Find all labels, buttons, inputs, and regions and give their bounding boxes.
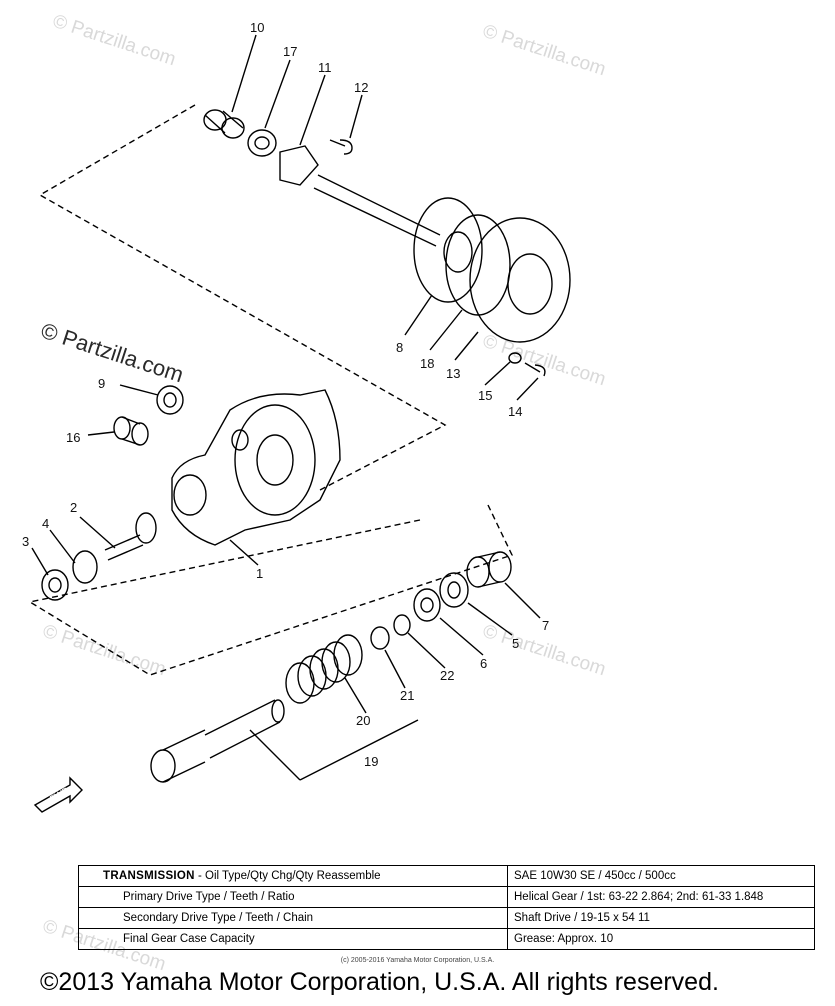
table-row: Final Gear Case Capacity Grease: Approx.…	[78, 928, 815, 950]
fwd-arrow-icon	[33, 776, 83, 813]
part-7-bushing	[466, 551, 512, 588]
part-10-bushing	[203, 109, 245, 139]
part-5-bearing	[439, 572, 469, 608]
part-6-nut	[413, 588, 441, 622]
part-20-spring	[285, 634, 363, 704]
part-19-drive-shaft	[150, 699, 285, 783]
callout-17: 17	[283, 44, 297, 59]
callout-22: 22	[440, 668, 454, 683]
callout-10: 10	[250, 20, 264, 35]
callout-16: 16	[66, 430, 80, 445]
transmission-heading: TRANSMISSION	[103, 870, 195, 882]
table-row: TRANSMISSION - Oil Type/Qty Chg/Qty Reas…	[78, 865, 815, 887]
part-16-bushing	[113, 416, 149, 446]
part-4-shim	[72, 550, 98, 584]
table-cell: Grease: Approx. 10	[507, 928, 815, 950]
table-row: Secondary Drive Type / Teeth / Chain Sha…	[78, 907, 815, 929]
callout-2: 2	[70, 500, 77, 515]
part-13-cover	[469, 217, 571, 343]
table-cell: Final Gear Case Capacity	[78, 928, 508, 950]
part-17-bearing	[247, 129, 277, 157]
callout-9: 9	[98, 376, 105, 391]
part-18-gasket	[445, 214, 511, 316]
assembly-boundary-upper	[38, 104, 447, 491]
callout-20: 20	[356, 713, 370, 728]
small-copyright: (c) 2005-2016 Yamaha Motor Corporation, …	[340, 957, 495, 964]
part-12-screw	[329, 139, 353, 155]
part-15-washer	[508, 352, 522, 364]
fwd-label: FWD	[48, 785, 71, 804]
table-cell: Shaft Drive / 19-15 x 54 11	[507, 907, 815, 929]
part-3-bearing	[41, 569, 69, 601]
callout-14: 14	[508, 404, 522, 419]
part-11-retainer-plate	[279, 145, 319, 186]
table-header-label: TRANSMISSION - Oil Type/Qty Chg/Qty Reas…	[78, 865, 508, 887]
callout-18: 18	[420, 356, 434, 371]
callout-11: 11	[318, 60, 332, 75]
callout-3: 3	[22, 534, 29, 549]
table-header-suffix: - Oil Type/Qty Chg/Qty Reassemble	[194, 870, 381, 882]
part-14-bolt	[524, 362, 546, 377]
callout-7: 7	[542, 618, 549, 633]
table-cell: SAE 10W30 SE / 450cc / 500cc	[507, 865, 815, 887]
assembly-boundary-lower	[28, 504, 513, 676]
table-cell: Secondary Drive Type / Teeth / Chain	[78, 907, 508, 929]
callout-6: 6	[480, 656, 487, 671]
callout-13: 13	[446, 366, 460, 381]
part-22-washer	[393, 614, 411, 636]
part-1-gear-case	[171, 389, 341, 546]
part-2-pinion-gear	[104, 512, 157, 561]
part-8-ring-gear	[413, 197, 483, 303]
table-row: Primary Drive Type / Teeth / Ratio Helic…	[78, 886, 815, 908]
callout-19: 19	[364, 754, 378, 769]
exploded-parts-diagram: 10 17 11 12 8 18 13 15 14 9 16 1 2 4 3 7…	[22, 20, 571, 813]
callout-5: 5	[512, 636, 519, 651]
part-9-oil-seal	[156, 385, 184, 415]
callout-numbers: 10 17 11 12 8 18 13 15 14 9 16 1 2 4 3 7…	[22, 20, 549, 769]
callout-15: 15	[478, 388, 492, 403]
transmission-spec-table: TRANSMISSION - Oil Type/Qty Chg/Qty Reas…	[78, 865, 815, 950]
table-cell: Helical Gear / 1st: 63-22 2.864; 2nd: 61…	[507, 886, 815, 908]
callout-1: 1	[256, 566, 263, 581]
callout-12: 12	[354, 80, 368, 95]
callout-4: 4	[42, 516, 49, 531]
table-cell: Primary Drive Type / Teeth / Ratio	[78, 886, 508, 908]
copyright-notice: ©2013 Yamaha Motor Corporation, U.S.A. A…	[40, 968, 719, 996]
output-shaft	[313, 174, 441, 247]
callout-8: 8	[396, 340, 403, 355]
callout-21: 21	[400, 688, 414, 703]
part-21-washer	[370, 626, 390, 650]
